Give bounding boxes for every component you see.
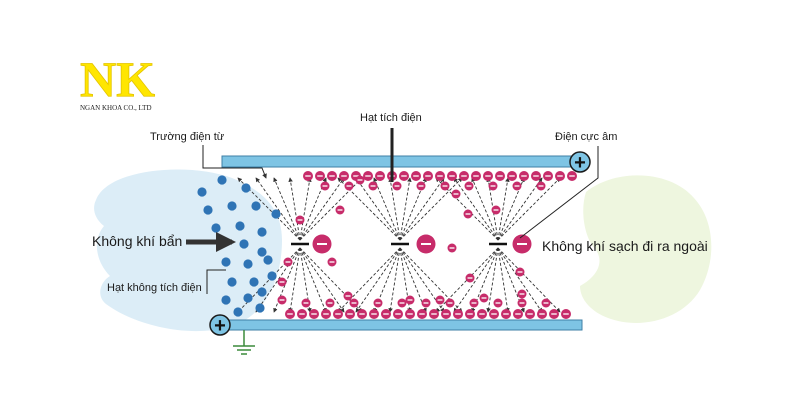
uncharged-particle	[271, 209, 281, 219]
uncharged-particle	[257, 227, 267, 237]
field-line	[299, 247, 327, 313]
particles	[197, 171, 577, 319]
uncharged-particle	[239, 239, 249, 249]
uncharged-particle	[243, 259, 253, 269]
field-line	[399, 247, 412, 313]
field-line	[299, 177, 312, 241]
leader-electromagnetic-field	[202, 145, 267, 179]
uncharged-particle	[203, 205, 213, 215]
bottom-electrode-plate	[221, 319, 583, 331]
field-line	[355, 177, 401, 241]
field-line	[497, 177, 543, 241]
field-line	[399, 177, 412, 241]
leader-negative-electrode	[519, 146, 599, 239]
field-line	[288, 177, 301, 241]
field-line	[486, 247, 499, 313]
uncharged-particle	[257, 247, 267, 257]
uncharged-particle	[217, 175, 227, 185]
uncharged-particle	[255, 303, 265, 313]
top-electrode-plate	[221, 155, 583, 168]
field-line	[497, 177, 510, 241]
field-line	[288, 247, 301, 313]
uncharged-particle	[221, 295, 231, 305]
uncharged-particle	[221, 257, 231, 267]
uncharged-particle	[267, 271, 277, 281]
uncharged-particle	[227, 277, 237, 287]
ground-symbol	[233, 330, 255, 355]
field-line	[399, 247, 427, 313]
svg-text:+: +	[214, 315, 226, 337]
uncharged-particle	[249, 277, 259, 287]
field-line	[255, 177, 301, 241]
label-charged-particle: Hạt tích điện	[360, 112, 422, 124]
label-electromagnetic-field: Trường điện từ	[150, 131, 225, 143]
field-line	[399, 177, 445, 241]
field-line	[373, 177, 401, 241]
field-line	[299, 177, 345, 241]
label-negative-electrode: Điện cực âm	[555, 131, 617, 143]
uncharged-particle	[233, 307, 243, 317]
field-line	[255, 247, 301, 313]
field-line	[497, 247, 510, 313]
label-uncharged-particle: Hạt không tích điện	[107, 282, 202, 294]
label-dirty-air: Không khí bẩn	[92, 233, 182, 249]
field-line	[355, 247, 401, 313]
logo-mark: NK	[80, 51, 155, 107]
field-line	[453, 177, 499, 241]
dirty-air-cloud	[94, 169, 282, 332]
uncharged-particle	[243, 293, 253, 303]
field-line	[399, 247, 445, 313]
field-line	[299, 247, 345, 313]
uncharged-particle	[197, 187, 207, 197]
field-line	[388, 177, 401, 241]
field-line	[388, 247, 401, 313]
field-line	[299, 247, 312, 313]
leader-uncharged-particle	[206, 269, 226, 294]
uncharged-particle	[263, 255, 273, 265]
company-logo: NK NGAN KHOA CO., LTD	[80, 51, 156, 112]
field-line	[497, 247, 543, 313]
field-line	[273, 177, 301, 241]
clean-air-cloud	[580, 175, 712, 323]
svg-text:+: +	[574, 152, 586, 174]
field-line	[399, 177, 463, 241]
logo-company-name: NGAN KHOA CO., LTD	[80, 104, 152, 112]
field-line	[337, 247, 401, 313]
uncharged-particle	[241, 183, 251, 193]
electric-field-lines	[237, 177, 561, 313]
field-line	[497, 247, 561, 313]
uncharged-particle	[257, 287, 267, 297]
uncharged-particle	[211, 223, 221, 233]
uncharged-particle	[251, 201, 261, 211]
label-clean-air: Không khí sạch đi ra ngoài	[542, 238, 708, 254]
bottom-plate-plus-symbol: +	[209, 314, 231, 337]
field-line	[453, 247, 499, 313]
top-plate-plus-symbol: +	[569, 151, 591, 174]
uncharged-particle	[235, 221, 245, 231]
uncharged-particle	[227, 201, 237, 211]
field-line	[471, 177, 499, 241]
